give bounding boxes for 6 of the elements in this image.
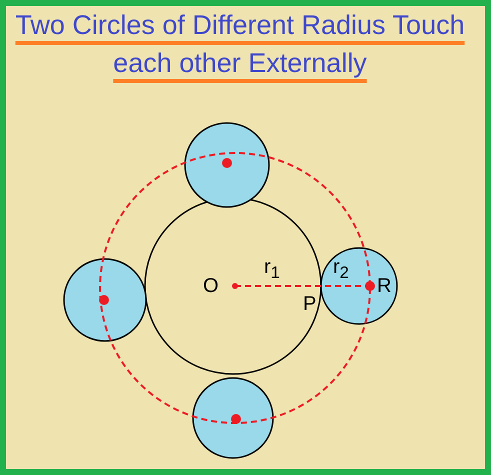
title: Two Circles of Different Radius Touch each other Externally: [14, 9, 466, 80]
point-label: O: [203, 275, 219, 298]
point-label: R: [377, 275, 392, 298]
radius-label: r$_{2}$: [333, 256, 349, 283]
point-label: P: [303, 293, 316, 316]
radius-label: r$_{1}$: [264, 256, 280, 283]
